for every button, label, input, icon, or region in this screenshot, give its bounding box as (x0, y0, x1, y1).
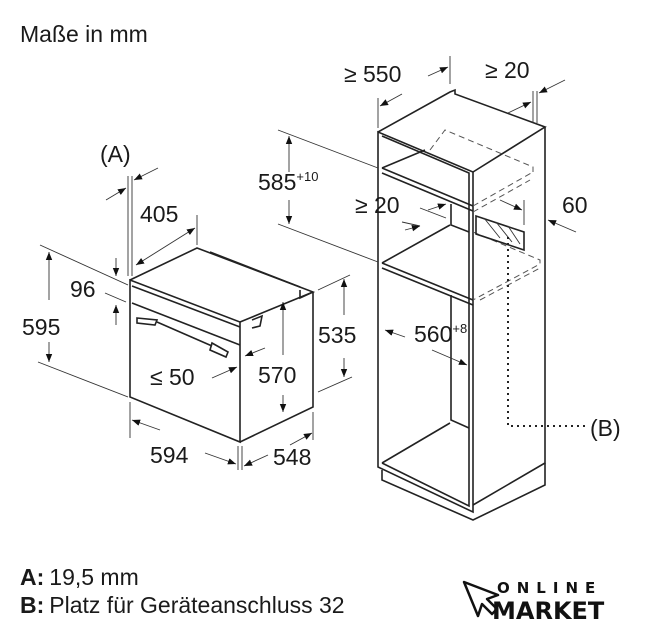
legend-a-key: A: (20, 564, 44, 590)
dim-niche-height: 585+10 (258, 169, 318, 195)
dim-niche-width-tolerance: +8 (452, 321, 467, 336)
dim-niche-value: 585 (258, 169, 296, 195)
dim-oven-width: 594 (150, 442, 189, 468)
dim-vent-gap: ≥ 20 (355, 192, 400, 218)
dim-cabinet-top-gap: ≥ 20 (485, 57, 530, 83)
legend-a-text: 19,5 mm (49, 564, 138, 590)
legend-b: B:Platz für Geräteanschluss 32 (20, 592, 345, 618)
dim-oven-height: 595 (22, 314, 60, 340)
legend-a: A:19,5 mm (20, 564, 139, 590)
dim-cabinet-depth: ≥ 550 (344, 61, 401, 87)
oven-drawing (129, 247, 316, 444)
dim-oven-depth: 548 (273, 444, 311, 470)
legend-b-key: B: (20, 592, 44, 618)
label-a: (A) (100, 141, 131, 167)
cursor-icon (462, 580, 500, 618)
oven-dimension-lines (37, 167, 353, 470)
dim-oven-body-height: 570 (258, 362, 296, 388)
dim-oven-depth-top: 405 (140, 201, 178, 227)
logo-line2: MARKET (492, 597, 605, 625)
dim-niche-width-value: 560 (414, 321, 452, 347)
online-market-logo: ONLINE MARKET (455, 572, 615, 625)
logo-line1: ONLINE (497, 579, 602, 597)
dim-niche-width: 560+8 (414, 321, 467, 347)
dim-niche-tolerance: +10 (296, 169, 318, 184)
dim-oven-side-height: 535 (318, 322, 356, 348)
page-title: Maße in mm (20, 21, 148, 47)
dim-oven-handle: ≤ 50 (150, 364, 195, 390)
cabinet-dimension-lines (277, 56, 577, 366)
cabinet-drawing (377, 88, 585, 521)
label-b: (B) (590, 415, 621, 441)
dim-vent: 60 (562, 192, 588, 218)
legend-b-text: Platz für Geräteanschluss 32 (49, 592, 344, 618)
dim-oven-panel: 96 (70, 276, 96, 302)
